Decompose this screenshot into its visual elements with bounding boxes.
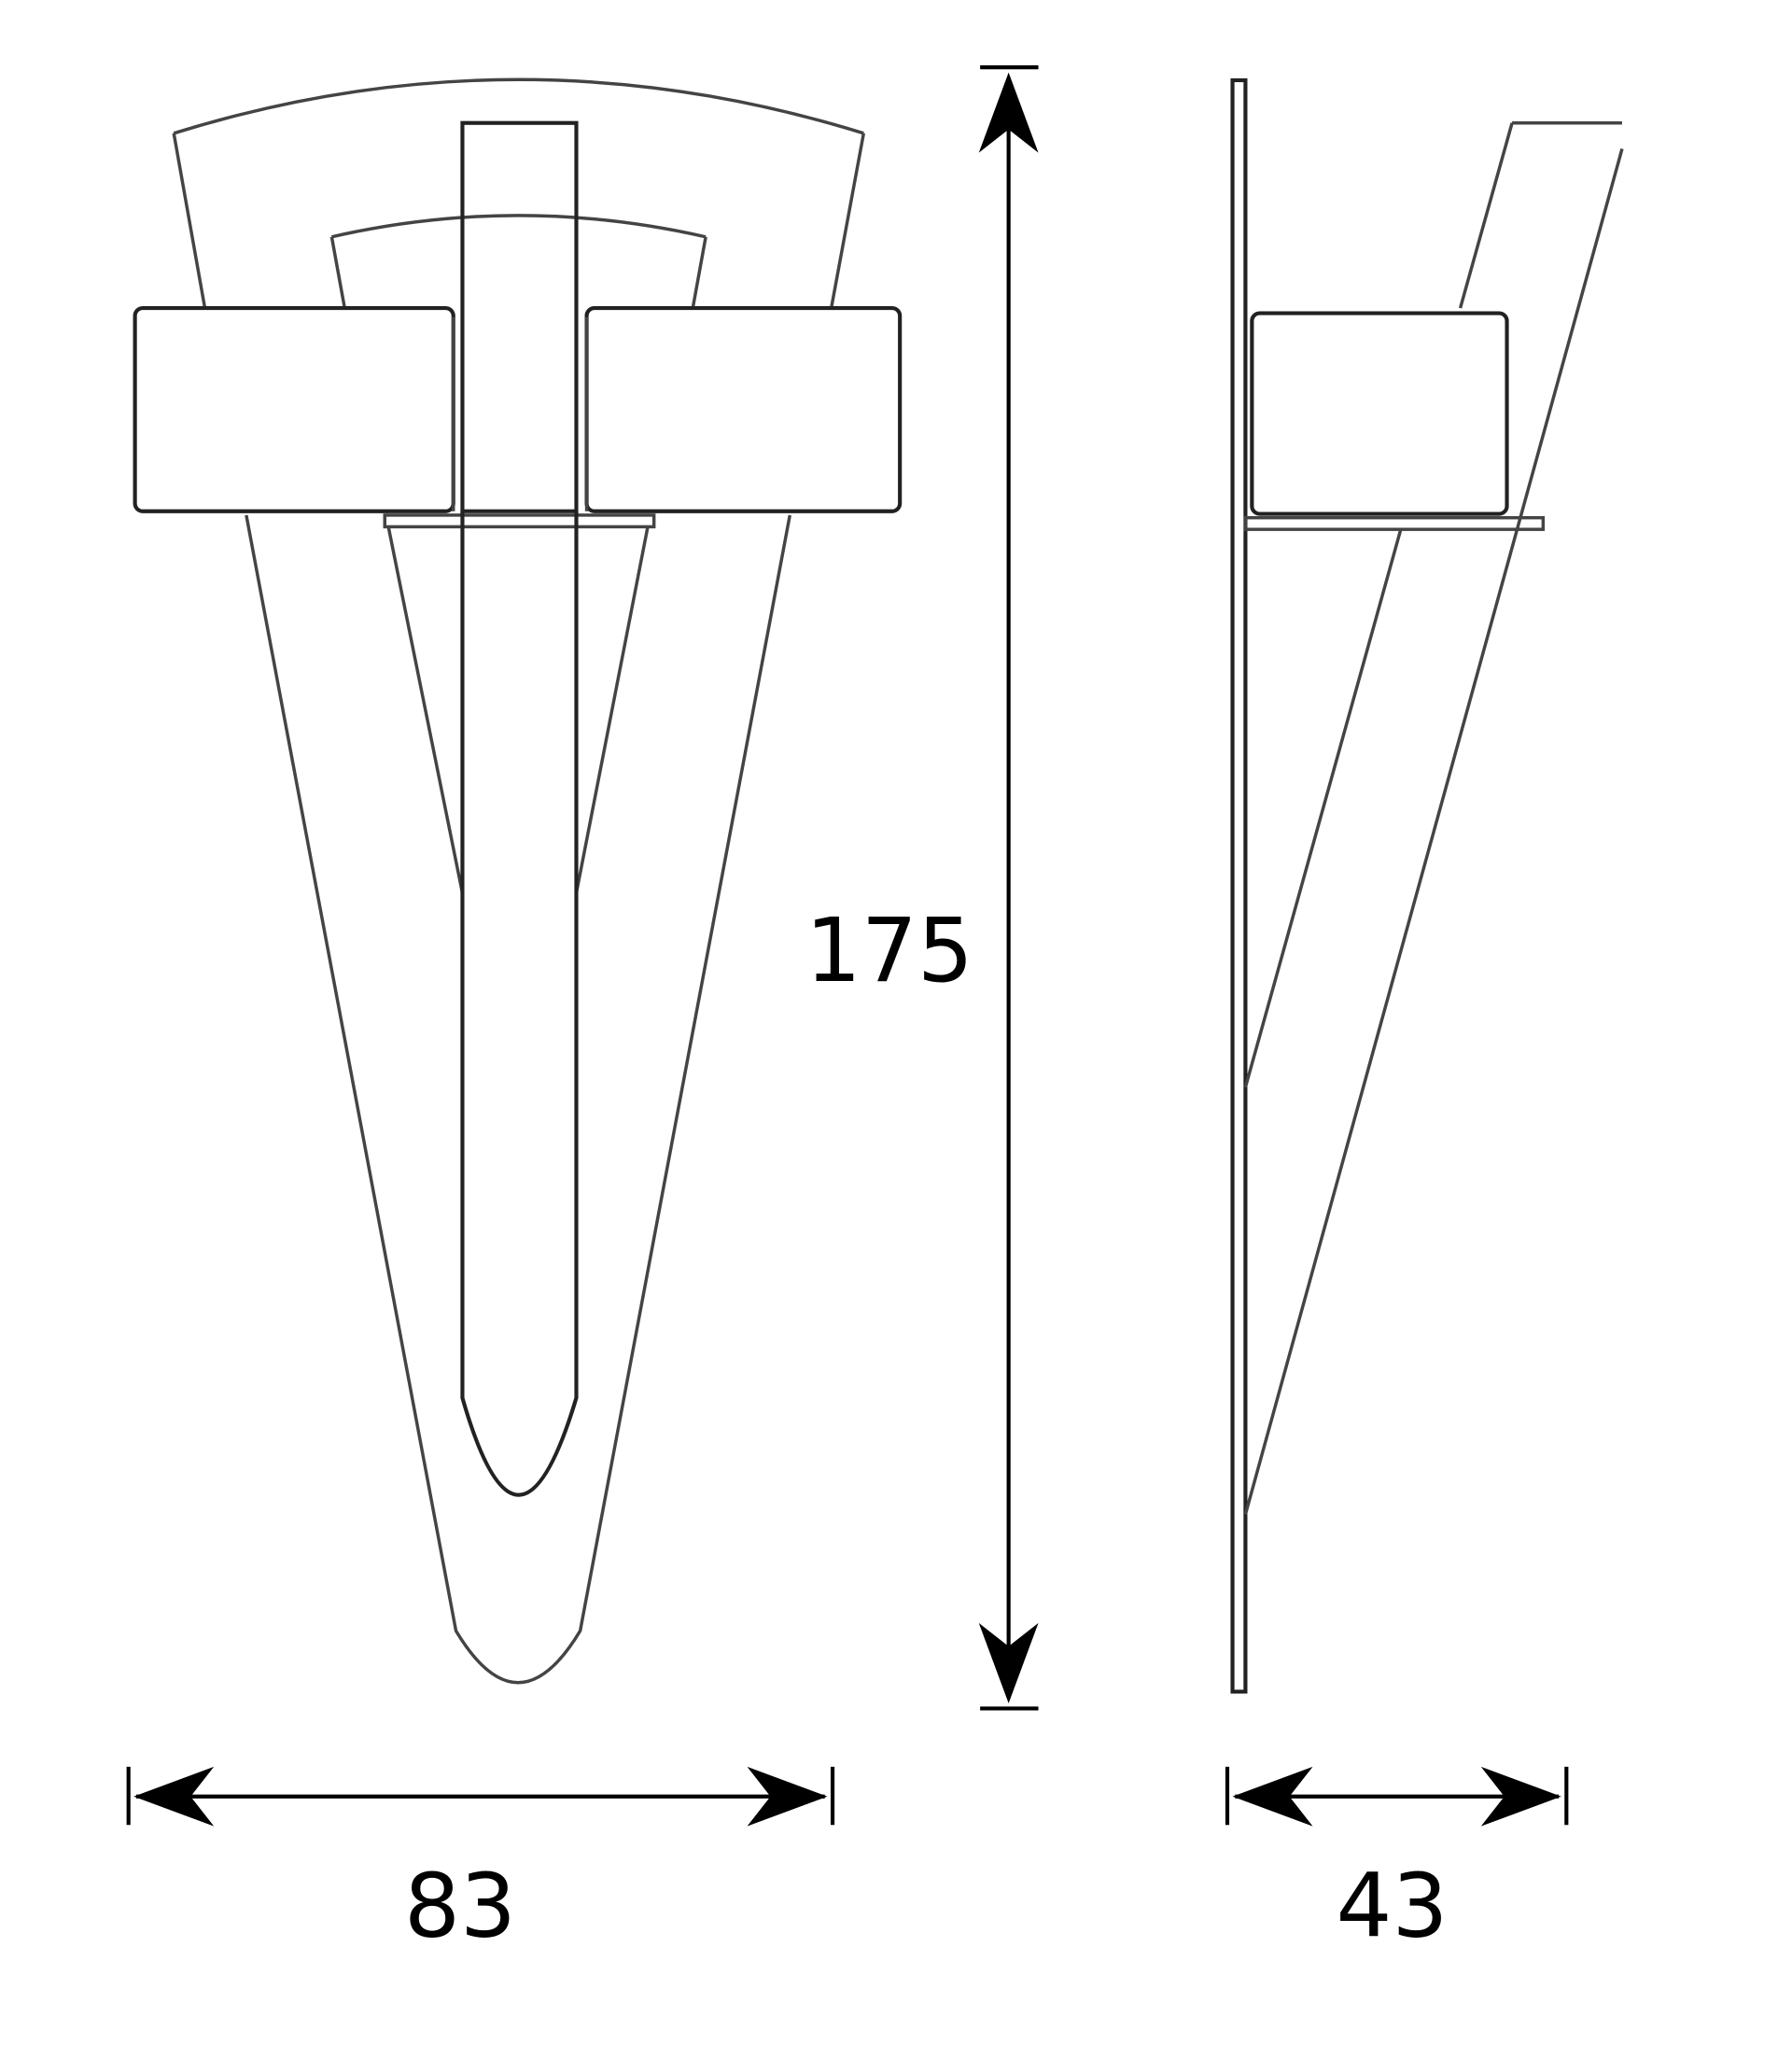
height-dimension: 175 (805, 65, 1039, 1711)
side-view (1230, 77, 1624, 1694)
right-glass-block (584, 305, 903, 513)
stem-tube (460, 511, 579, 1497)
width-label: 83 (404, 1856, 516, 1958)
outer-shade-sides (172, 133, 866, 309)
outer-shade-top-arc (173, 77, 864, 135)
depth-dimension: 43 (1225, 1766, 1569, 1958)
height-label: 175 (805, 900, 973, 1002)
wall-plate (1230, 77, 1248, 1694)
arrow-right-icon (1480, 1766, 1561, 1827)
front-view (133, 77, 903, 1685)
outer-cone (245, 514, 791, 1685)
arrow-down-icon (978, 1622, 1039, 1703)
inner-shade-arc (329, 214, 707, 309)
side-mount-plate (1243, 515, 1546, 531)
arrow-right-icon (747, 1766, 828, 1827)
depth-label: 43 (1336, 1856, 1448, 1958)
center-stem (460, 120, 579, 513)
arrow-up-icon (978, 72, 1039, 153)
inner-cone (386, 527, 650, 894)
side-glass-block (1250, 311, 1509, 516)
width-dimension: 83 (126, 1766, 835, 1958)
arrow-left-icon (1232, 1766, 1313, 1827)
side-shade (1243, 121, 1624, 1515)
mount-plate (383, 513, 656, 529)
arrow-left-icon (133, 1766, 215, 1827)
left-glass-block (133, 305, 455, 513)
